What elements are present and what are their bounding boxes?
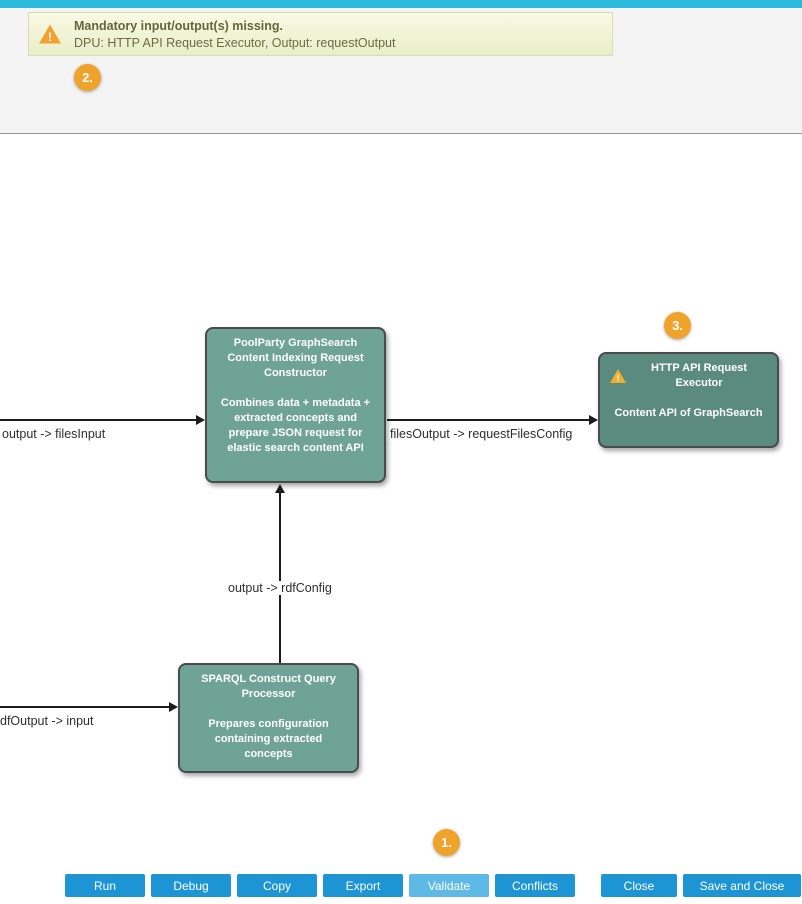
node-sparql-construct-query-processor[interactable]: SPARQL Construct Query Processor Prepare…	[178, 663, 359, 773]
step-badge-3: 3.	[664, 312, 691, 339]
node-description: Combines data + metadata + extracted con…	[220, 397, 371, 454]
edge-rdf-config-line	[279, 492, 281, 663]
edge-label-files-input: output -> filesInput	[2, 427, 106, 441]
edge-files-input-line	[0, 419, 196, 421]
node-title: HTTP API Request Executor	[651, 362, 747, 389]
node-indexing-request-constructor[interactable]: PoolParty GraphSearch Content Indexing R…	[205, 327, 386, 483]
save-and-close-button[interactable]: Save and Close	[683, 874, 801, 897]
edge-input-arrowhead	[169, 702, 178, 712]
node-title: SPARQL Construct Query Processor	[201, 673, 336, 700]
warning-exclamation: !	[616, 373, 620, 383]
copy-button[interactable]: Copy	[237, 874, 317, 897]
debug-button[interactable]: Debug	[151, 874, 231, 897]
node-warning-icon: !	[610, 369, 626, 383]
run-button[interactable]: Run	[65, 874, 145, 897]
node-header: ! HTTP API Request Executor	[610, 361, 767, 391]
node-http-api-request-executor[interactable]: ! HTTP API Request Executor Content API …	[598, 352, 779, 448]
header-area: ! Mandatory input/output(s) missing. DPU…	[0, 8, 802, 134]
node-title: PoolParty GraphSearch Content Indexing R…	[227, 337, 364, 379]
conflicts-button[interactable]: Conflicts	[495, 874, 575, 897]
notification-text: Mandatory input/output(s) missing. DPU: …	[74, 19, 395, 50]
export-button[interactable]: Export	[323, 874, 403, 897]
edge-label-request-files-config: filesOutput -> requestFilesConfig	[390, 427, 573, 441]
warning-exclamation: !	[48, 29, 52, 44]
notification-title: Mandatory input/output(s) missing.	[74, 18, 284, 33]
close-button[interactable]: Close	[601, 874, 677, 897]
edge-rdf-config-arrowhead	[275, 484, 285, 493]
edge-label-input: dfOutput -> input	[0, 714, 94, 728]
warning-icon: !	[39, 24, 61, 44]
notification-detail: DPU: HTTP API Request Executor, Output: …	[74, 35, 396, 50]
edge-request-files-config-arrowhead	[589, 415, 598, 425]
edge-files-input-arrowhead	[196, 415, 205, 425]
top-accent-bar	[0, 0, 802, 8]
validate-button[interactable]: Validate	[409, 874, 489, 897]
warning-notification: ! Mandatory input/output(s) missing. DPU…	[28, 12, 613, 56]
step-badge-1: 1.	[433, 829, 460, 856]
edge-label-rdf-config: output -> rdfConfig	[225, 581, 335, 595]
edge-request-files-config-line	[387, 419, 589, 421]
edge-input-line	[0, 706, 169, 708]
node-description: Prepares configuration containing extrac…	[208, 718, 329, 760]
node-description: Content API of GraphSearch	[614, 407, 763, 419]
step-badge-2: 2.	[74, 64, 101, 91]
